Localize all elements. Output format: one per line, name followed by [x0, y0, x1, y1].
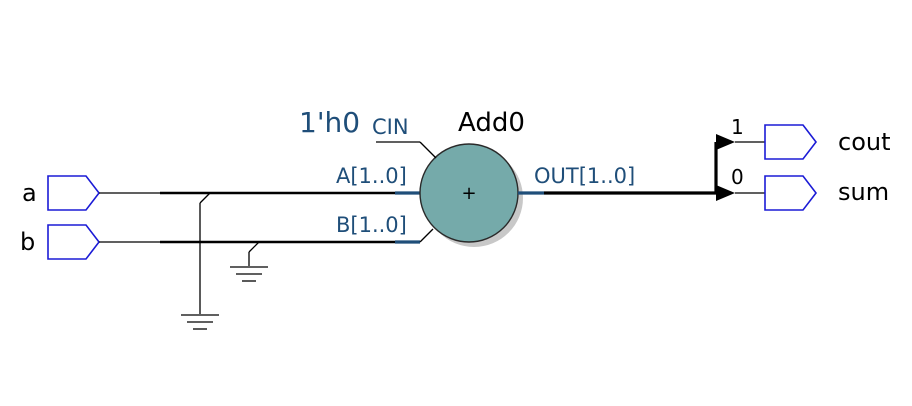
input-port-a-symbol[interactable]	[47, 175, 101, 211]
splitter-arrow-bit1	[716, 134, 735, 150]
ground-tap-b	[230, 241, 268, 282]
ground-symbol-a	[181, 314, 219, 330]
pin-b-label: B[1..0]	[336, 213, 407, 237]
pin-out-label: OUT[1..0]	[534, 164, 635, 188]
output-port-cout-symbol[interactable]	[764, 124, 818, 160]
adder-symbol: +	[461, 183, 476, 204]
pin-b-diagonal	[419, 228, 434, 243]
tap-b-diagonal	[248, 241, 260, 253]
splitter-arrow-bit0	[716, 185, 735, 201]
cin-pin-label: CIN	[372, 115, 409, 139]
bit-index-1: 1	[731, 115, 744, 139]
bus-splitter: 1 0	[714, 115, 765, 201]
tap-a-diagonal	[199, 192, 211, 204]
cin-wire-diagonal	[419, 141, 437, 159]
input-port-b[interactable]: b	[20, 224, 101, 260]
output-port-cout-label: cout	[838, 128, 891, 156]
output-port-sum-label: sum	[838, 178, 889, 206]
input-port-a[interactable]: a	[22, 175, 101, 211]
output-port-cout[interactable]: cout	[764, 124, 891, 160]
output-port-sum[interactable]: sum	[764, 175, 889, 211]
bit-index-0: 0	[731, 165, 744, 189]
input-port-a-label: a	[22, 179, 37, 207]
adder-add0[interactable]: + Add0 1'h0 CIN A[1..0] B[1..0] OUT[1..0…	[299, 106, 635, 247]
input-wires	[99, 191, 420, 244]
output-port-sum-symbol[interactable]	[764, 175, 818, 211]
ground-symbol-b	[230, 266, 268, 282]
cin-constant-value: 1'h0	[299, 106, 360, 139]
input-port-b-symbol[interactable]	[47, 224, 101, 260]
adder-instance-name: Add0	[458, 108, 525, 138]
pin-a-label: A[1..0]	[336, 164, 407, 188]
ground-tap-a	[181, 192, 219, 330]
input-port-b-label: b	[20, 228, 35, 256]
